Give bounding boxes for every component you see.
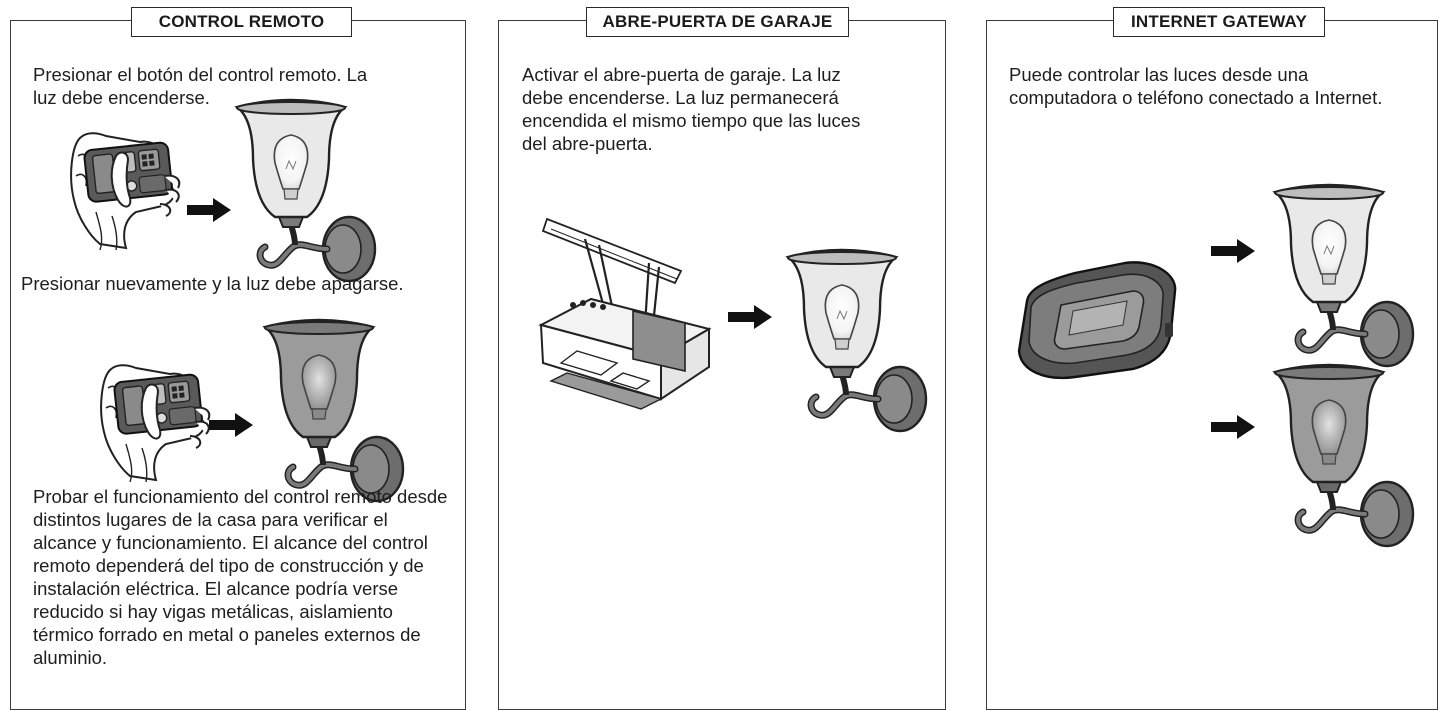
abre-puerta-panel: ABRE-PUERTA DE GARAJE Activar el abre-pu…: [498, 7, 946, 710]
control-remoto-title: CONTROL REMOTO: [131, 7, 352, 37]
arrow-icon: [209, 413, 253, 437]
abre-puerta-step1: Activar el abre-puerta de garaje. La luz…: [522, 64, 861, 154]
hand-remote-illustration-on: [70, 132, 181, 251]
control-remoto-panel: CONTROL REMOTO Presionar el botón del co…: [10, 7, 466, 710]
garage-door-opener-illustration: [538, 217, 712, 410]
lamp-on-icon: [1269, 184, 1417, 368]
arrow-icon: [1211, 415, 1255, 439]
control-remoto-step3: Probar el funcionamiento del control rem…: [33, 486, 448, 668]
lamp-off-icon: [1269, 364, 1417, 548]
lamp-on-icon: [782, 249, 930, 433]
control-remoto-step2: Presionar nuevamente y la luz debe apaga…: [21, 273, 404, 294]
abre-puerta-title: ABRE-PUERTA DE GARAJE: [586, 7, 849, 37]
internet-gateway-panel: INTERNET GATEWAY Puede controlar las luc…: [986, 7, 1438, 710]
control-remoto-step1: Presionar el botón del control remoto. L…: [33, 64, 368, 108]
arrow-icon: [187, 198, 231, 222]
internet-gateway-step1: Puede controlar las luces desde una comp…: [1009, 64, 1383, 108]
hand-remote-illustration-off: [100, 364, 211, 483]
lamp-on-icon: [231, 99, 379, 283]
lamp-off-icon: [259, 319, 407, 503]
internet-gateway-title: INTERNET GATEWAY: [1113, 7, 1325, 37]
arrow-icon: [1211, 239, 1255, 263]
arrow-icon: [728, 305, 772, 329]
internet-gateway-device-illustration: [1017, 261, 1177, 380]
